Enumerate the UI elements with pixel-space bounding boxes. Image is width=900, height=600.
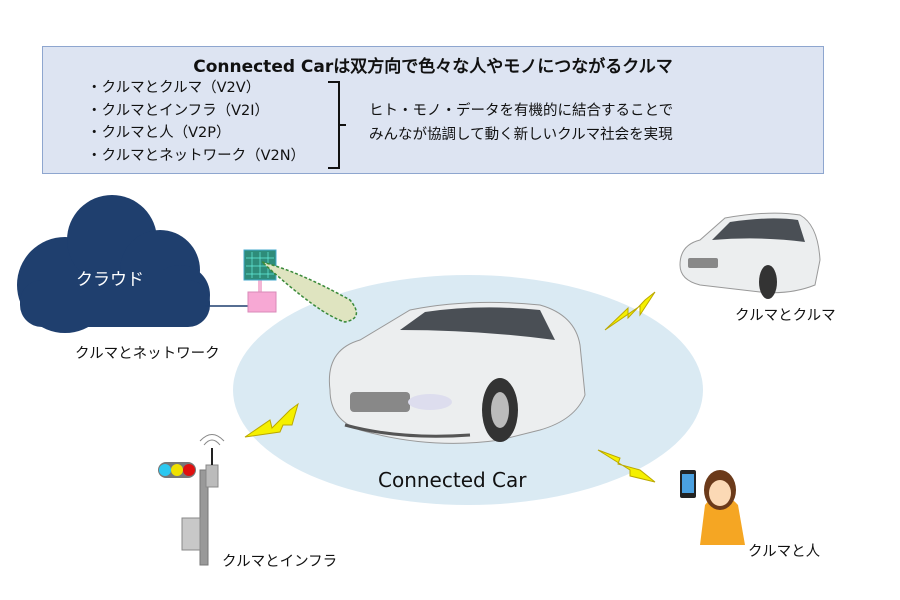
list-item: ・クルマとインフラ（V2I） [87,102,270,119]
summary-box: Connected Carは双方向で色々な人やモノにつながるクルマ ・クルマとク… [42,46,824,174]
antenna-icon [243,249,358,323]
person-icon [700,470,745,545]
summary-text: ヒト・モノ・データを有機的に結合することで みんなが協調して動く新しいクルマ社会… [369,99,673,147]
list-item: ・クルマとクルマ（V2V） [87,80,261,96]
connected-car-image [328,301,586,444]
cloud-label: クラウド [76,270,144,290]
network-label: クルマとネットワーク [75,346,220,362]
vehicle-label: クルマとクルマ [735,308,836,324]
signal-bolt-icon [244,402,299,438]
signal-bolt-icon [604,291,656,331]
smartphone-icon [680,470,696,498]
summary-line: ヒト・モノ・データを有機的に結合することで [369,103,674,119]
box-title: Connected Carは双方向で色々な人やモノにつながるクルマ [193,57,673,77]
traffic-light-icon [158,434,225,566]
bracket [328,81,346,169]
cloud-icon [17,195,210,333]
infra-label: クルマとインフラ [222,554,338,570]
other-car-image [679,212,821,299]
signal-bolt-icon [597,449,656,483]
list-item: ・クルマと人（V2P） [87,125,231,141]
connected-car-label: Connected Car [378,468,527,492]
connection-types-list: ・クルマとクルマ（V2V） ・クルマとインフラ（V2I） ・クルマと人（V2P）… [87,77,305,167]
person-label: クルマと人 [748,544,821,560]
summary-line: みんなが協調して動く新しいクルマ社会を実現 [369,127,673,143]
list-item: ・クルマとネットワーク（V2N） [87,147,306,164]
